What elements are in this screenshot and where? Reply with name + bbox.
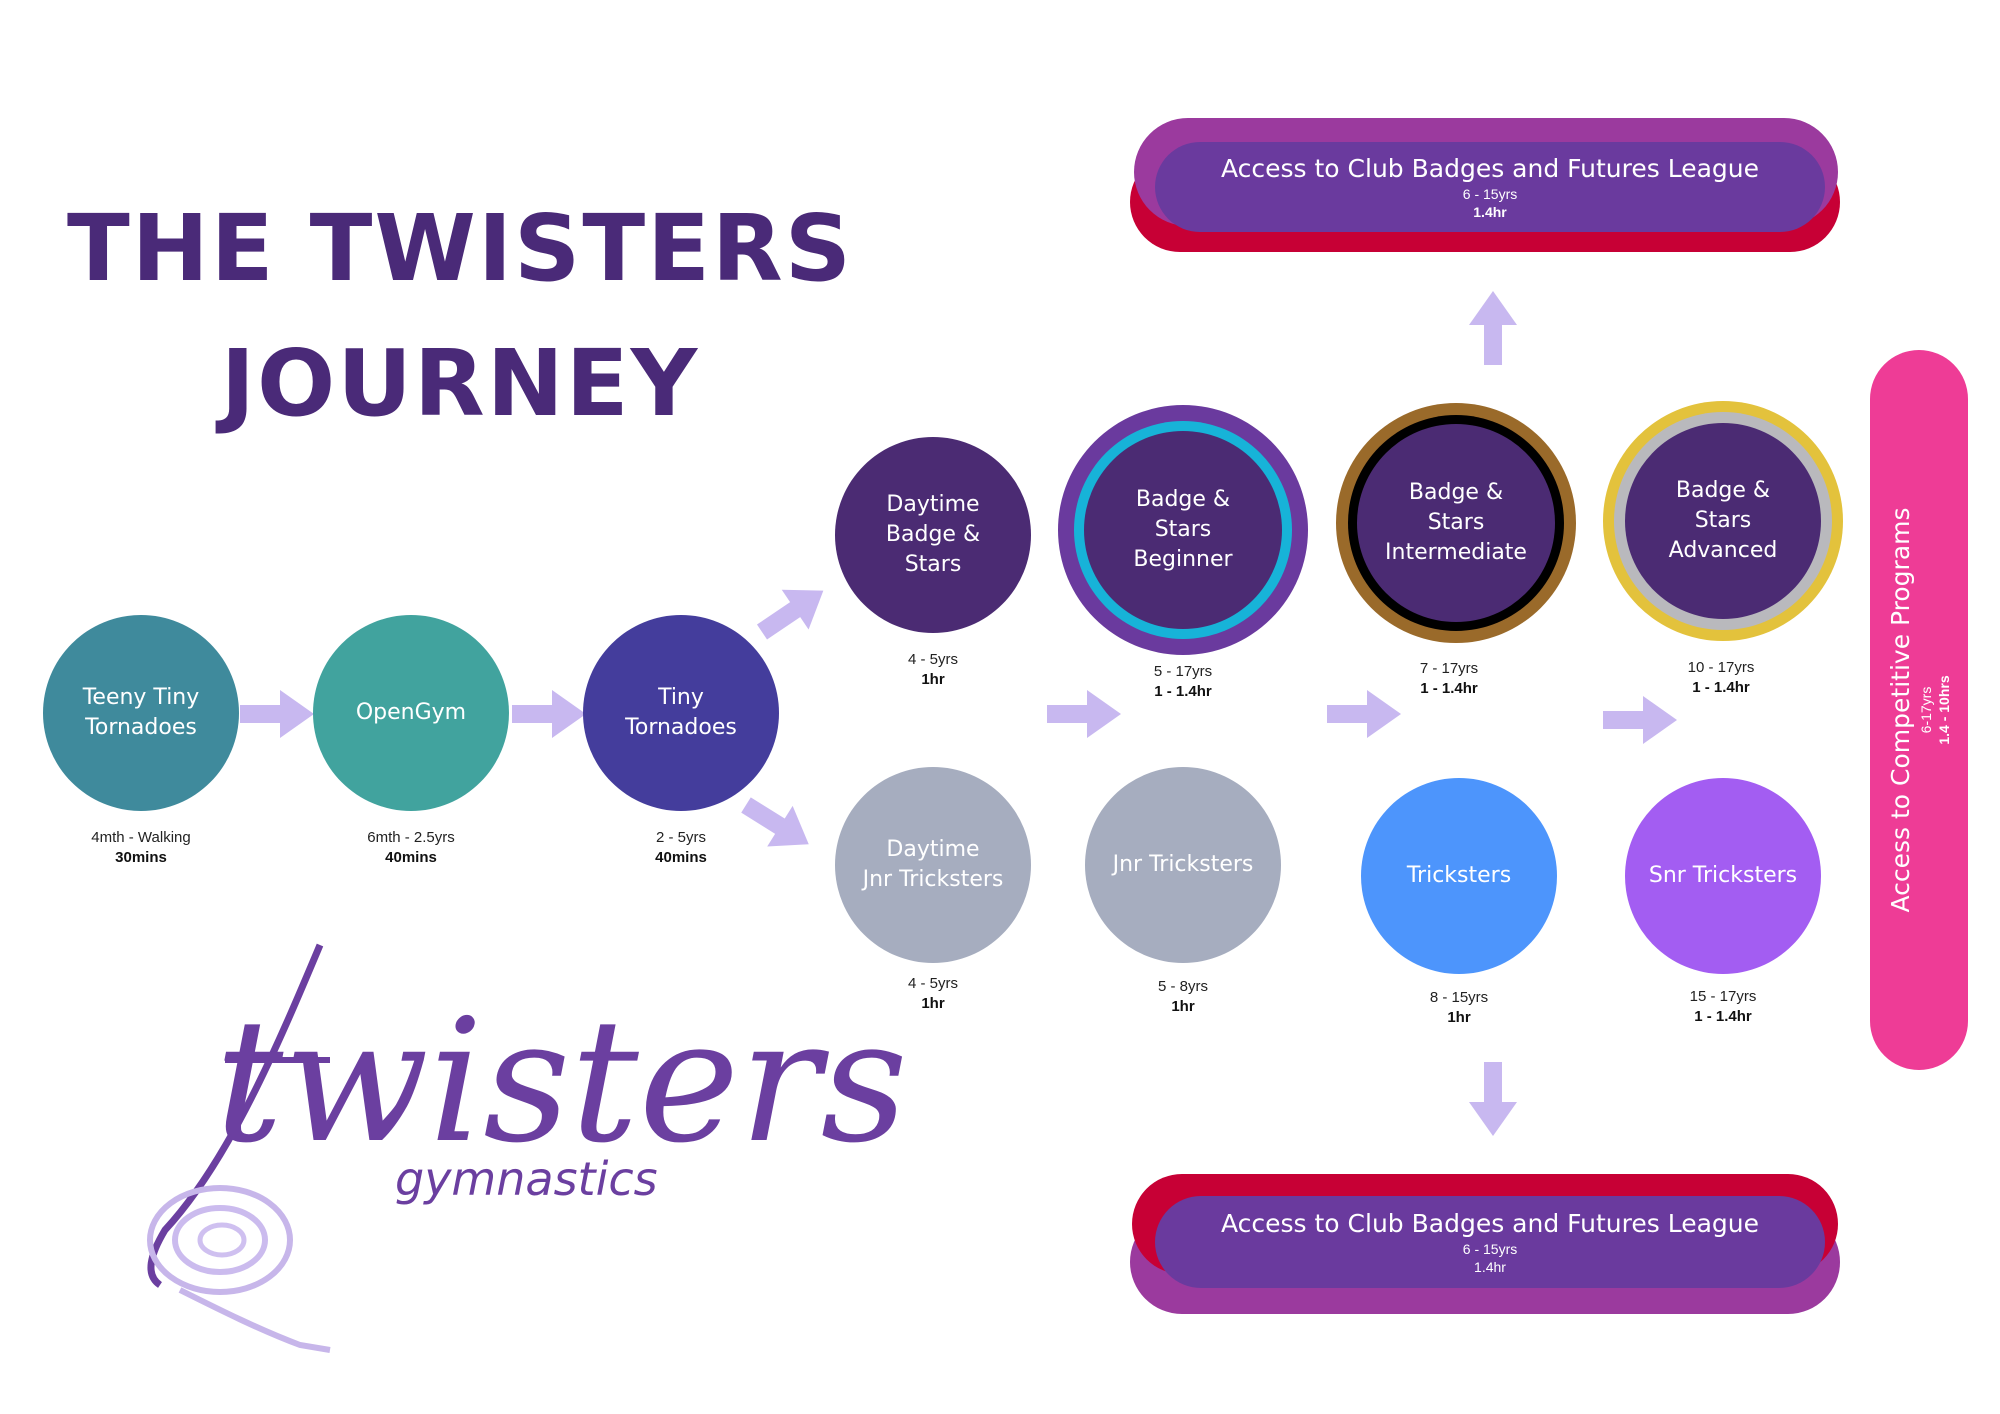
arrow-teeny-to-opengym [240,690,314,738]
node-badge-stars-intermediate: Badge & Stars Intermediate [1336,403,1576,643]
competitive-programs-pill: Access to Competitive Programs 6-17yrs 1… [1870,350,1968,1070]
label-intermediate: Badge & Stars Intermediate [1385,480,1527,565]
arrow-tiny-to-daytime-badge [748,570,837,652]
label-advanced: Badge & Stars Advanced [1668,478,1778,563]
pill-bottom-futures-league: Access to Club Badges and Futures League… [1155,1196,1825,1288]
label-beginner: Badge & Stars Beginner [1133,487,1233,572]
logo-word: twisters [215,983,908,1181]
twisters-logo: twisters gymnastics [147,943,908,1353]
page-title-line-1: THE TWISTERS [66,195,854,302]
arrow-up-to-futures [1469,291,1517,365]
pill-bottom-duration: 1.4hr [1474,1259,1506,1275]
competitive-age: 6-17yrs [1918,686,1934,734]
node-jnr-tricksters: Jnr Tricksters [1085,767,1281,963]
arrow-down-to-futures [1469,1062,1517,1136]
pill-bottom-title: Access to Club Badges and Futures League [1220,1209,1760,1238]
pill-top-age: 6 - 15yrs [1462,186,1518,202]
pill-bottom-age: 6 - 15yrs [1462,1241,1518,1257]
page-title-line-2: JOURNEY [220,330,700,437]
node-opengym: OpenGym [313,615,509,811]
arrow-opengym-to-tiny [512,690,586,738]
pill-top-title: Access to Club Badges and Futures League [1220,154,1760,183]
competitive-title: Access to Competitive Programs [1886,507,1915,913]
node-daytime-jnr-tricksters: Daytime Jnr Tricksters [835,767,1031,963]
node-daytime-badge-stars: Daytime Badge & Stars [835,437,1031,633]
node-tricksters: Tricksters [1361,778,1557,974]
pill-top-futures-league: Access to Club Badges and Futures League… [1155,142,1825,232]
node-badge-stars-advanced: Badge & Stars Advanced [1603,401,1843,641]
node-tiny-tornadoes: Tiny Tornadoes [583,615,779,811]
logo-subword: gymnastics [395,1152,658,1206]
node-snr-tricksters: Snr Tricksters [1625,778,1821,974]
node-badge-stars-beginner: Badge & Stars Beginner [1058,405,1308,655]
pill-top-duration: 1.4hr [1473,204,1507,220]
arrow-to-advanced [1603,696,1677,744]
node-teeny-tiny-tornadoes: Teeny Tiny Tornadoes [43,615,239,811]
competitive-duration: 1.4 - 10hrs [1936,675,1952,745]
